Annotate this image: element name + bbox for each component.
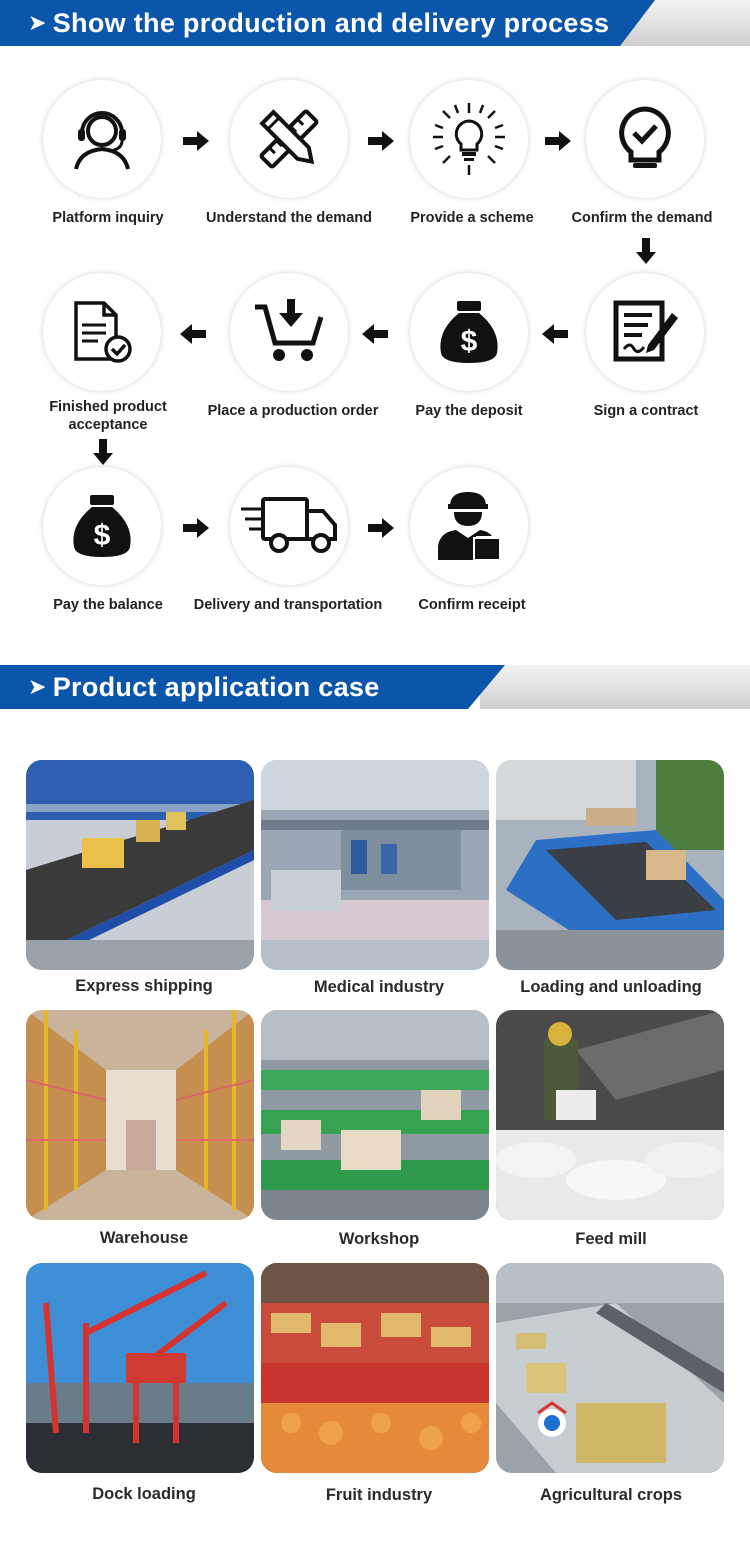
- case-caption: Feed mill: [575, 1230, 647, 1248]
- case-caption: Express shipping: [75, 977, 213, 995]
- money-bag-icon: $: [440, 301, 498, 363]
- case-caption: Loading and unloading: [520, 978, 702, 996]
- step-production-order-circle: [230, 273, 348, 391]
- step-confirm-demand-circle: [586, 80, 704, 198]
- step-delivery-circle: [230, 467, 348, 585]
- banner-shape: [0, 0, 655, 46]
- step-contract-circle: [586, 273, 704, 391]
- cart-download-icon: [255, 299, 324, 361]
- arrow-right-icon: [183, 518, 209, 538]
- case-caption: Dock loading: [92, 1485, 196, 1503]
- step-label: Confirm the demand: [571, 210, 713, 226]
- courier-package-icon: [438, 492, 501, 561]
- step-label: Pay the deposit: [415, 403, 523, 419]
- step-label: Sign a contract: [593, 403, 699, 419]
- headset-user-icon: [74, 111, 130, 170]
- process-banner: ➤ Show the production and delivery proce…: [0, 0, 750, 46]
- step-label: Platform inquiry: [52, 210, 164, 226]
- arrow-left-icon: [180, 324, 206, 344]
- arrow-down-icon: [93, 439, 113, 465]
- chevron-right-icon: ➤: [28, 674, 47, 699]
- case-caption: Agricultural crops: [539, 1486, 683, 1504]
- arrow-down-icon: [636, 238, 656, 264]
- step-balance-circle: $: [43, 467, 161, 585]
- step-label: Confirm receipt: [418, 597, 526, 613]
- delivery-truck-icon: [241, 497, 337, 553]
- step-label: Finished product acceptance: [49, 399, 167, 433]
- step-label: Understand the demand: [206, 210, 372, 226]
- step-acceptance-circle: [43, 273, 161, 391]
- case-caption: Workshop: [338, 1230, 420, 1248]
- bulb-check-icon: [619, 106, 671, 168]
- case-photo-loading-unloading: [496, 760, 724, 970]
- step-receipt-circle: [410, 467, 528, 585]
- case-photo-medical-industry: [261, 760, 489, 970]
- money-bag-icon: $: [73, 495, 131, 557]
- application-title-text: Product application case: [52, 671, 380, 702]
- svg-text:$: $: [461, 325, 478, 358]
- case-photo-agricultural-crops: [496, 1263, 724, 1473]
- step-label: Delivery and transportation: [193, 597, 383, 613]
- arrow-left-icon: [362, 324, 388, 344]
- document-check-icon: [74, 301, 132, 363]
- application-banner: ➤ Product application case: [0, 665, 750, 709]
- case-photo-fruit-industry: [261, 1263, 489, 1473]
- application-title: ➤ Product application case: [28, 665, 380, 709]
- process-title-text: Show the production and delivery process: [52, 7, 610, 38]
- arrow-right-icon: [545, 131, 571, 151]
- case-photo-warehouse: [26, 1010, 254, 1220]
- step-scheme-circle: [410, 80, 528, 198]
- step-understand-circle: [230, 80, 348, 198]
- contract-sign-icon: [613, 300, 678, 362]
- case-photo-express-shipping: [26, 760, 254, 970]
- case-caption: Warehouse: [99, 1229, 189, 1247]
- case-photo-feed-mill: [496, 1010, 724, 1220]
- process-title: ➤ Show the production and delivery proce…: [28, 0, 609, 46]
- arrow-left-icon: [542, 324, 568, 344]
- step-label: Place a production order: [207, 403, 379, 419]
- step-deposit-circle: $: [410, 273, 528, 391]
- case-photo-workshop: [261, 1010, 489, 1220]
- step-label: Pay the balance: [53, 597, 163, 613]
- pencil-ruler-icon: [259, 109, 319, 169]
- step-platform-inquiry-circle: [43, 80, 161, 198]
- case-photo-dock-loading: [26, 1263, 254, 1473]
- case-caption: Medical industry: [313, 978, 445, 996]
- chevron-right-icon: ➤: [28, 10, 47, 35]
- lightbulb-idea-icon: [433, 103, 505, 175]
- arrow-right-icon: [183, 131, 209, 151]
- arrow-right-icon: [368, 131, 394, 151]
- svg-text:$: $: [94, 519, 111, 552]
- banner-shape: [0, 665, 505, 709]
- case-caption: Fruit industry: [325, 1486, 433, 1504]
- step-label: Provide a scheme: [410, 210, 534, 226]
- arrow-right-icon: [368, 518, 394, 538]
